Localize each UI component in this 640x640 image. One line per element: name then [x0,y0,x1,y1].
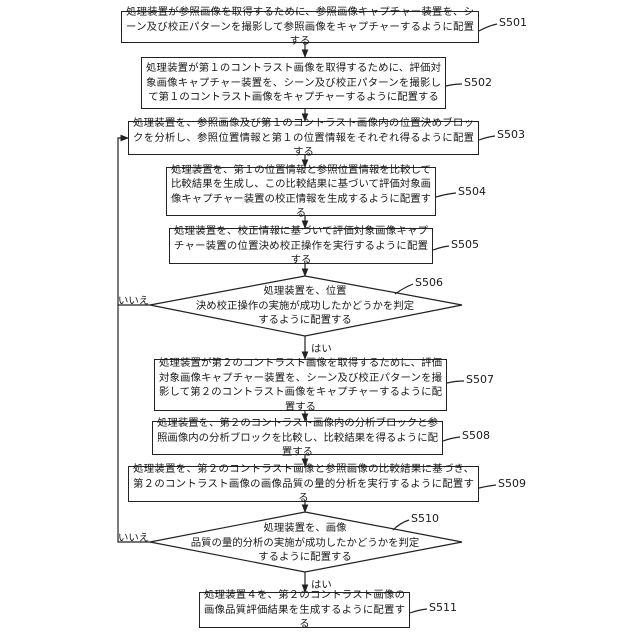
leader-s505 [433,246,449,250]
step-id-label: S511 [429,601,457,614]
leader-s511 [410,609,427,613]
leader-s503 [479,136,495,140]
step-text: 処理装置を、参照画像及び第１のコントラスト画像内の位置決めブロックを分析し、参照… [133,116,474,160]
leader-s509 [479,485,496,488]
step-text: 処理装置を、第２のコントラスト画像内の分析ブロックと参照画像内の分析ブロックを比… [157,416,438,460]
leader-s502 [446,84,462,86]
decision-line: 品質の量的分析の実施が成功したかどうかを判定 [180,536,430,551]
decision-line: 処理装置を、画像 [180,521,430,536]
step-text: 処理装置が第２のコントラスト画像を取得するために、評価対象画像キャプチャー装置を… [159,356,442,414]
step-id-label: S508 [462,429,490,442]
step-id-label: S503 [497,128,525,141]
step-text: 処理装置を、第１の位置情報と参照位置情報を比較して比較結果を生成し、この比較結果… [171,163,431,221]
step-box-s501: 処理装置が参照画像を取得するために、参照画像キャプチャー装置を、シーン及び校正パ… [121,11,479,43]
decision-line: するように配置する [180,313,430,328]
step-id-label: S505 [451,238,479,251]
leader-s504 [436,193,456,197]
step-id-label: S509 [498,477,526,490]
decision-line: 処理装置を、位置 [180,284,430,299]
decision-s506-text: 処理装置を、位置 決め校正操作の実施が成功したかどうかを判定 するように配置する [180,284,430,328]
step-id-label: S501 [499,16,527,29]
step-id-label: S510 [411,512,439,525]
decision-s510-text: 処理装置を、画像 品質の量的分析の実施が成功したかどうかを判定 するように配置す… [180,521,430,565]
step-id-label: S507 [466,373,494,386]
step-id-label: S506 [415,276,443,289]
step-box-s507: 処理装置が第２のコントラスト画像を取得するために、評価対象画像キャプチャー装置を… [154,359,447,411]
step-box-s503: 処理装置を、参照画像及び第１のコントラスト画像内の位置決めブロックを分析し、参照… [128,121,479,155]
step-box-s502: 処理装置が第１のコントラスト画像を取得するために、評価対象画像キャプチャー装置を… [141,57,446,109]
branch-no-label-s510: いいえ [118,529,149,544]
step-id-label: S504 [458,185,486,198]
step-box-s511: 処理装置４を、第２のコントラスト画像の画像品質評価結果を生成するように配置する [199,592,410,628]
step-box-s509: 処理装置を、第２のコントラスト画像と参照画像の比較結果に基づき、第２のコントラス… [128,466,479,502]
loop-s510-to-s503 [118,305,150,542]
decision-line: 決め校正操作の実施が成功したかどうかを判定 [180,299,430,314]
step-text: 処理装置を、第２のコントラスト画像と参照画像の比較結果に基づき、第２のコントラス… [133,462,474,506]
branch-yes-label-s506: はい [311,340,332,355]
step-text: 処理装置４を、第２のコントラスト画像の画像品質評価結果を生成するように配置する [204,588,405,632]
leader-s501 [479,24,497,31]
step-box-s508: 処理装置を、第２のコントラスト画像内の分析ブロックと参照画像内の分析ブロックを比… [152,421,443,455]
step-text: 処理装置が参照画像を取得するために、参照画像キャプチャー装置を、シーン及び校正パ… [126,5,474,49]
step-id-label: S502 [464,76,492,89]
decision-line: するように配置する [180,550,430,565]
step-text: 処理装置が第１のコントラスト画像を取得するために、評価対象画像キャプチャー装置を… [146,61,441,105]
leader-s508 [443,437,460,441]
loop-s506-to-s503 [118,138,150,305]
step-text: 処理装置を、校正情報に基づいて評価対象画像キャプチャー装置の位置決め校正操作を実… [174,224,428,268]
branch-no-label-s506: いいえ [118,292,149,307]
leader-s507 [447,381,464,383]
step-box-s505: 処理装置を、校正情報に基づいて評価対象画像キャプチャー装置の位置決め校正操作を実… [169,228,433,264]
step-box-s504: 処理装置を、第１の位置情報と参照位置情報を比較して比較結果を生成し、この比較結果… [166,167,436,216]
